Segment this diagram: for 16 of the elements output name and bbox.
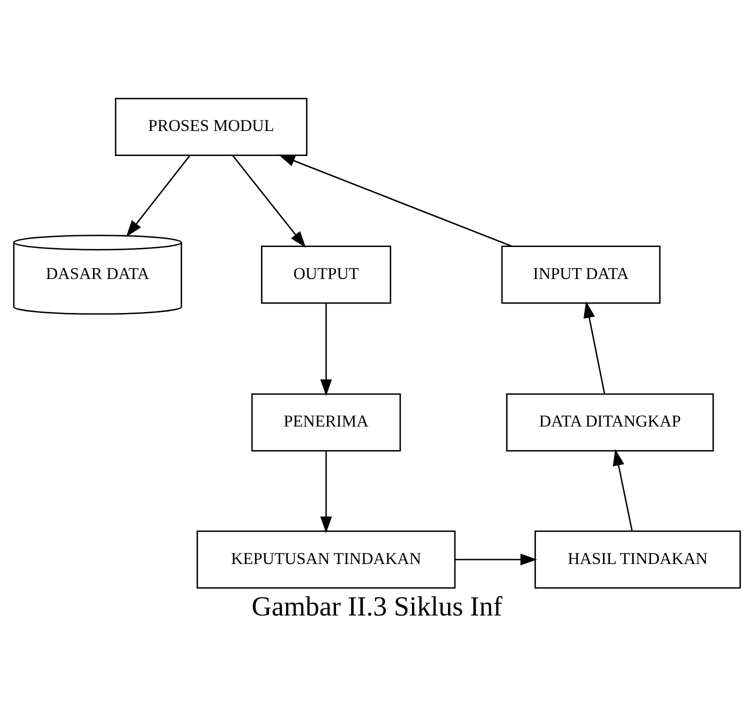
- arrow: [320, 450, 332, 533]
- arrow: [126, 154, 190, 236]
- node-box: OUTPUT: [261, 245, 392, 304]
- node-box: KEPUTUSAN TINDAKAN: [196, 530, 456, 588]
- node-box: HASIL TINDAKAN: [534, 530, 741, 588]
- node-box: INPUT DATA: [501, 245, 661, 304]
- arrow: [584, 300, 606, 394]
- node-box: PENERIMA: [251, 392, 401, 451]
- arrow: [278, 154, 512, 246]
- arrow: [455, 553, 538, 565]
- arrow: [320, 302, 332, 396]
- arrow: [612, 448, 633, 531]
- node-box: PROSES MODUL: [114, 97, 308, 156]
- arrow: [232, 154, 306, 248]
- caption: Gambar II.3 Siklus Inf: [252, 590, 502, 622]
- node-box: DATA DITANGKAP: [506, 392, 714, 451]
